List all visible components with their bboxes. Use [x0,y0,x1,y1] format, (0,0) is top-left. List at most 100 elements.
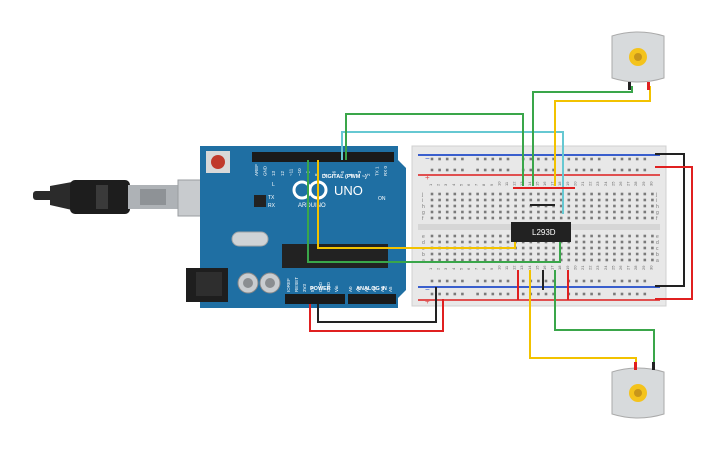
breadboard-hole[interactable] [499,168,502,172]
breadboard-hole[interactable] [575,279,578,283]
breadboard-hole[interactable] [620,198,624,202]
breadboard-hole[interactable] [620,234,624,238]
breadboard-hole[interactable] [491,192,495,196]
breadboard-hole[interactable] [544,246,548,250]
breadboard-hole[interactable] [552,258,555,262]
breadboard-hole[interactable] [582,198,586,202]
breadboard-hole[interactable] [438,252,441,256]
breadboard-hole[interactable] [628,279,631,283]
breadboard-hole[interactable] [453,157,457,161]
breadboard-hole[interactable] [552,192,555,196]
breadboard-hole[interactable] [597,258,601,262]
breadboard-hole[interactable] [506,252,510,256]
breadboard-hole[interactable] [582,192,586,196]
breadboard-hole[interactable] [453,198,457,202]
breadboard-hole[interactable] [597,157,601,161]
breadboard-hole[interactable] [468,234,472,238]
breadboard-hole[interactable] [491,258,495,262]
breadboard-hole[interactable] [537,252,540,256]
breadboard-hole[interactable] [575,157,578,161]
breadboard-hole[interactable] [521,246,525,250]
breadboard-hole[interactable] [628,246,631,250]
breadboard-hole[interactable] [651,246,654,250]
breadboard-hole[interactable] [575,258,578,262]
breadboard-hole[interactable] [628,252,631,256]
breadboard-hole[interactable] [430,210,434,214]
breadboard-hole[interactable] [430,279,434,283]
breadboard-hole[interactable] [597,292,601,296]
breadboard-hole[interactable] [529,258,533,262]
breadboard-hole[interactable] [476,258,479,262]
breadboard-hole[interactable] [506,258,510,262]
breadboard-hole[interactable] [628,157,631,161]
breadboard-hole[interactable] [605,240,609,244]
breadboard-hole[interactable] [552,252,555,256]
breadboard-hole[interactable] [461,279,464,283]
breadboard-hole[interactable] [499,279,502,283]
breadboard-hole[interactable] [445,168,449,172]
breadboard-hole[interactable] [620,210,624,214]
breadboard-hole[interactable] [499,204,502,208]
breadboard-hole[interactable] [529,198,533,202]
breadboard-hole[interactable] [590,192,593,196]
breadboard-hole[interactable] [597,168,601,172]
breadboard-hole[interactable] [445,204,449,208]
breadboard-hole[interactable] [499,157,502,161]
breadboard-hole[interactable] [567,198,571,202]
breadboard-hole[interactable] [544,198,548,202]
breadboard-hole[interactable] [643,192,647,196]
breadboard-hole[interactable] [499,252,502,256]
breadboard-hole[interactable] [620,279,624,283]
breadboard-hole[interactable] [597,252,601,256]
breadboard-hole[interactable] [620,246,624,250]
breadboard-hole[interactable] [468,240,472,244]
breadboard-hole[interactable] [582,240,586,244]
breadboard-hole[interactable] [590,234,593,238]
breadboard-hole[interactable] [483,157,487,161]
breadboard-hole[interactable] [613,240,616,244]
breadboard-hole[interactable] [506,292,510,296]
breadboard-hole[interactable] [453,192,457,196]
breadboard-hole[interactable] [483,216,487,220]
breadboard-hole[interactable] [521,204,525,208]
breadboard-hole[interactable] [476,192,479,196]
breadboard-hole[interactable] [445,157,449,161]
breadboard-hole[interactable] [491,204,495,208]
breadboard-hole[interactable] [552,168,555,172]
breadboard-hole[interactable] [559,246,563,250]
breadboard-hole[interactable] [430,252,434,256]
breadboard-hole[interactable] [438,157,441,161]
breadboard-hole[interactable] [453,292,457,296]
breadboard-hole[interactable] [597,246,601,250]
breadboard-hole[interactable] [643,246,647,250]
breadboard-hole[interactable] [651,198,654,202]
breadboard-hole[interactable] [651,192,654,196]
breadboard-hole[interactable] [643,240,647,244]
breadboard-hole[interactable] [430,234,434,238]
breadboard-hole[interactable] [559,192,563,196]
breadboard-hole[interactable] [559,204,563,208]
breadboard-hole[interactable] [575,168,578,172]
breadboard-hole[interactable] [537,198,540,202]
breadboard-hole[interactable] [438,258,441,262]
breadboard-hole[interactable] [506,240,510,244]
breadboard-hole[interactable] [620,252,624,256]
breadboard-hole[interactable] [438,292,441,296]
breadboard-hole[interactable] [445,252,449,256]
breadboard-hole[interactable] [567,168,571,172]
breadboard-hole[interactable] [590,210,593,214]
breadboard-hole[interactable] [430,198,434,202]
breadboard-hole[interactable] [613,246,616,250]
breadboard-hole[interactable] [514,258,517,262]
breadboard-hole[interactable] [514,252,517,256]
breadboard-hole[interactable] [499,292,502,296]
breadboard-hole[interactable] [453,258,457,262]
breadboard-hole[interactable] [430,258,434,262]
breadboard-hole[interactable] [499,240,502,244]
breadboard-hole[interactable] [651,252,654,256]
breadboard-hole[interactable] [559,198,563,202]
breadboard-hole[interactable] [635,246,639,250]
breadboard-hole[interactable] [613,292,616,296]
breadboard-hole[interactable] [613,204,616,208]
